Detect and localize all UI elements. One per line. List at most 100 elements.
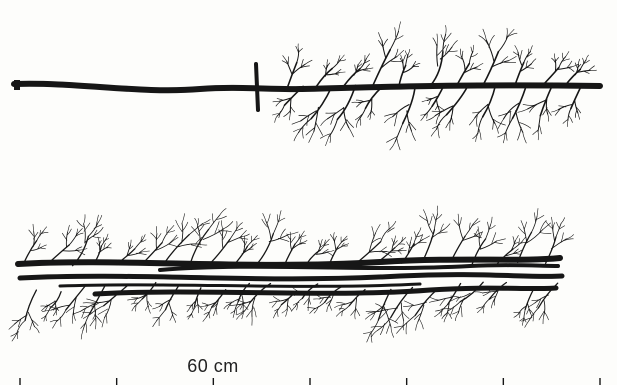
bundle-twig <box>148 307 150 314</box>
bundle-twig <box>326 239 329 242</box>
crown-twig <box>530 46 532 52</box>
bundle-twig <box>365 314 372 319</box>
crown-twig <box>298 44 299 50</box>
crown-twig <box>471 47 473 53</box>
crown-twig <box>371 110 375 115</box>
crown-twig <box>433 38 437 48</box>
bundle-twig <box>337 303 346 304</box>
crown-twig <box>555 58 558 62</box>
bundle-twig <box>532 217 538 233</box>
crown-twig <box>446 25 447 34</box>
bundle-twig <box>202 303 208 305</box>
bundle-twig <box>514 314 519 317</box>
bundle-twig <box>153 307 160 309</box>
bundle-twig <box>156 304 163 305</box>
bundle-twig <box>376 224 381 233</box>
crown-twig <box>506 132 507 140</box>
crown-twig <box>294 133 299 141</box>
crown-twig <box>562 53 563 60</box>
bundle-twig <box>389 222 390 230</box>
bundle-twig <box>128 299 134 300</box>
crown-twig <box>303 128 304 139</box>
bundle-twig <box>73 311 81 314</box>
bundle-twig <box>156 234 157 249</box>
bundle-twig <box>83 314 90 318</box>
bundle-twig <box>288 232 298 235</box>
crown-twig <box>366 54 369 59</box>
crown-twig <box>340 55 344 60</box>
crown-twig <box>292 121 301 124</box>
bundle-twig <box>87 299 98 303</box>
bundle-twig <box>178 244 197 247</box>
bundle-twig <box>98 215 102 222</box>
bundle-twig <box>397 327 403 333</box>
bundle-twig <box>41 245 46 247</box>
bundle-twig <box>182 223 183 243</box>
bundle-twig <box>528 304 531 313</box>
crown-twig <box>382 41 386 59</box>
crown-twig <box>508 56 516 60</box>
bundle-twig <box>430 297 439 300</box>
bundle-twig <box>344 244 348 246</box>
bundle-twig <box>497 239 506 241</box>
bundle-twig <box>148 301 152 306</box>
crown-twig <box>422 101 427 102</box>
bundle-twig <box>288 306 292 312</box>
bundle-twig <box>220 209 226 216</box>
crown-twig <box>358 60 361 65</box>
crown-twig <box>488 104 495 123</box>
bundle-twig <box>72 315 73 324</box>
bundle-twig <box>157 234 161 240</box>
crown-twig <box>431 129 436 136</box>
crown-twig <box>539 124 541 134</box>
crown-twig <box>578 113 580 119</box>
crown-twig <box>408 49 410 54</box>
crown-twig <box>368 68 373 69</box>
crown-twig <box>513 86 527 118</box>
bundle-twig <box>461 306 462 317</box>
bundle-twig <box>429 301 437 303</box>
bundle-twig <box>419 319 423 329</box>
bundle-twig <box>62 233 67 240</box>
crown-twig <box>287 61 292 74</box>
bundle-twig <box>151 233 157 240</box>
bundle-twig <box>203 229 224 240</box>
crown-twig <box>483 85 496 117</box>
crown-twig <box>584 71 589 73</box>
bundle-twig <box>519 313 520 318</box>
bundle-twig <box>102 318 105 328</box>
bundle-twig <box>427 218 433 234</box>
bundle-twig <box>40 248 46 249</box>
bundle-twig <box>391 221 396 228</box>
bundle-twig <box>302 241 307 243</box>
bundle-twig <box>29 230 34 236</box>
crown-twig <box>326 137 329 146</box>
bundle-twig <box>135 240 143 249</box>
bundle-twig <box>17 331 18 339</box>
crown-twig <box>399 22 401 32</box>
bundle-twig <box>278 238 289 241</box>
bundle-stem-5 <box>60 284 420 286</box>
bundle-twig <box>267 214 270 224</box>
bundle-twig <box>388 228 395 232</box>
bundle-twig <box>328 250 334 251</box>
crown-twig <box>309 131 314 142</box>
bundle-twig <box>473 219 478 225</box>
bundle-twig <box>170 315 173 321</box>
bundle-twig <box>335 236 337 242</box>
bundle-twig <box>403 312 410 319</box>
bundle-twig <box>335 305 341 308</box>
crown-twig <box>473 45 474 51</box>
bundle-twig <box>444 316 447 323</box>
bundle-twig <box>33 224 34 232</box>
crown-twig <box>469 118 475 125</box>
crown-twig <box>273 101 280 102</box>
bundle-twig <box>551 217 552 225</box>
bundle-twig <box>521 221 524 228</box>
bundle-twig <box>527 309 530 314</box>
crown-twig <box>518 127 522 140</box>
crown-twig <box>546 99 547 114</box>
crown-twig <box>390 142 395 150</box>
bundle-twig <box>403 306 411 307</box>
bundle-twig <box>423 210 426 218</box>
